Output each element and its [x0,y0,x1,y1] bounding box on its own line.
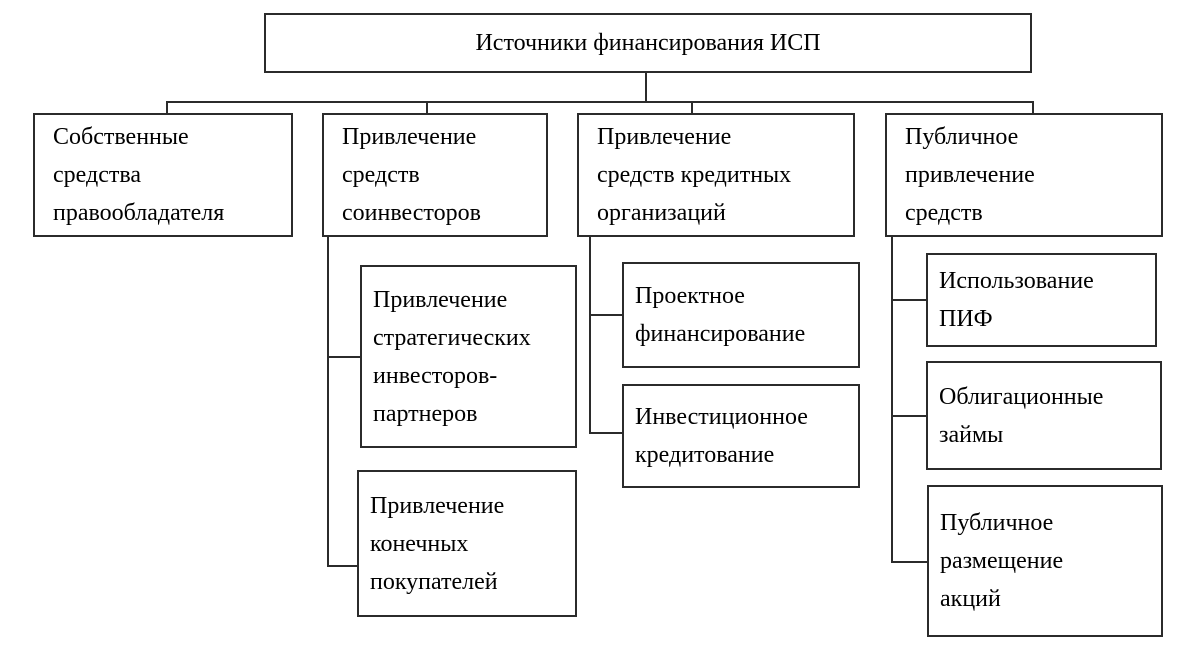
connector-elbow-bonds [891,415,926,417]
connector-elbow-investment-lending [589,432,622,434]
connector-elbow-end-buyers [327,565,357,567]
connector-drop-own-funds [166,101,168,113]
node-own-funds: Собственные средства правообладателя [33,113,293,237]
node-pif-use: Использование ПИФ [926,253,1157,347]
connector-trunk-coinvestors [327,237,329,567]
connector-trunk-public [891,237,893,563]
connector-elbow-strategic-investors [327,356,360,358]
node-bond-loans: Облигационные займы [926,361,1162,470]
connector-elbow-project-financing [589,314,622,316]
node-end-buyers: Привлечение конечных покупателей [357,470,577,617]
node-credit-org-funds: Привлечение средств кредитных организаци… [577,113,855,237]
node-title: Источники финансирования ИСП [264,13,1032,73]
connector-title-stub [645,73,647,102]
connector-trunk-credit-orgs [589,237,591,434]
connector-drop-public [1032,101,1034,113]
node-public-funds: Публичное привлечение средств [885,113,1163,237]
node-public-share-offering: Публичное размещение акций [927,485,1163,637]
connector-drop-credit-orgs [691,101,693,113]
node-investment-lending: Инвестиционное кредитование [622,384,860,488]
node-project-financing: Проектное финансирование [622,262,860,368]
connector-drop-coinvestors [426,101,428,113]
connector-elbow-share-offering [891,561,927,563]
node-strategic-investors: Привлечение стратегических инвесторов- п… [360,265,577,448]
connector-elbow-pif [891,299,926,301]
node-coinvestor-funds: Привлечение средств соинвесторов [322,113,548,237]
connector-main-rail [166,101,1034,103]
